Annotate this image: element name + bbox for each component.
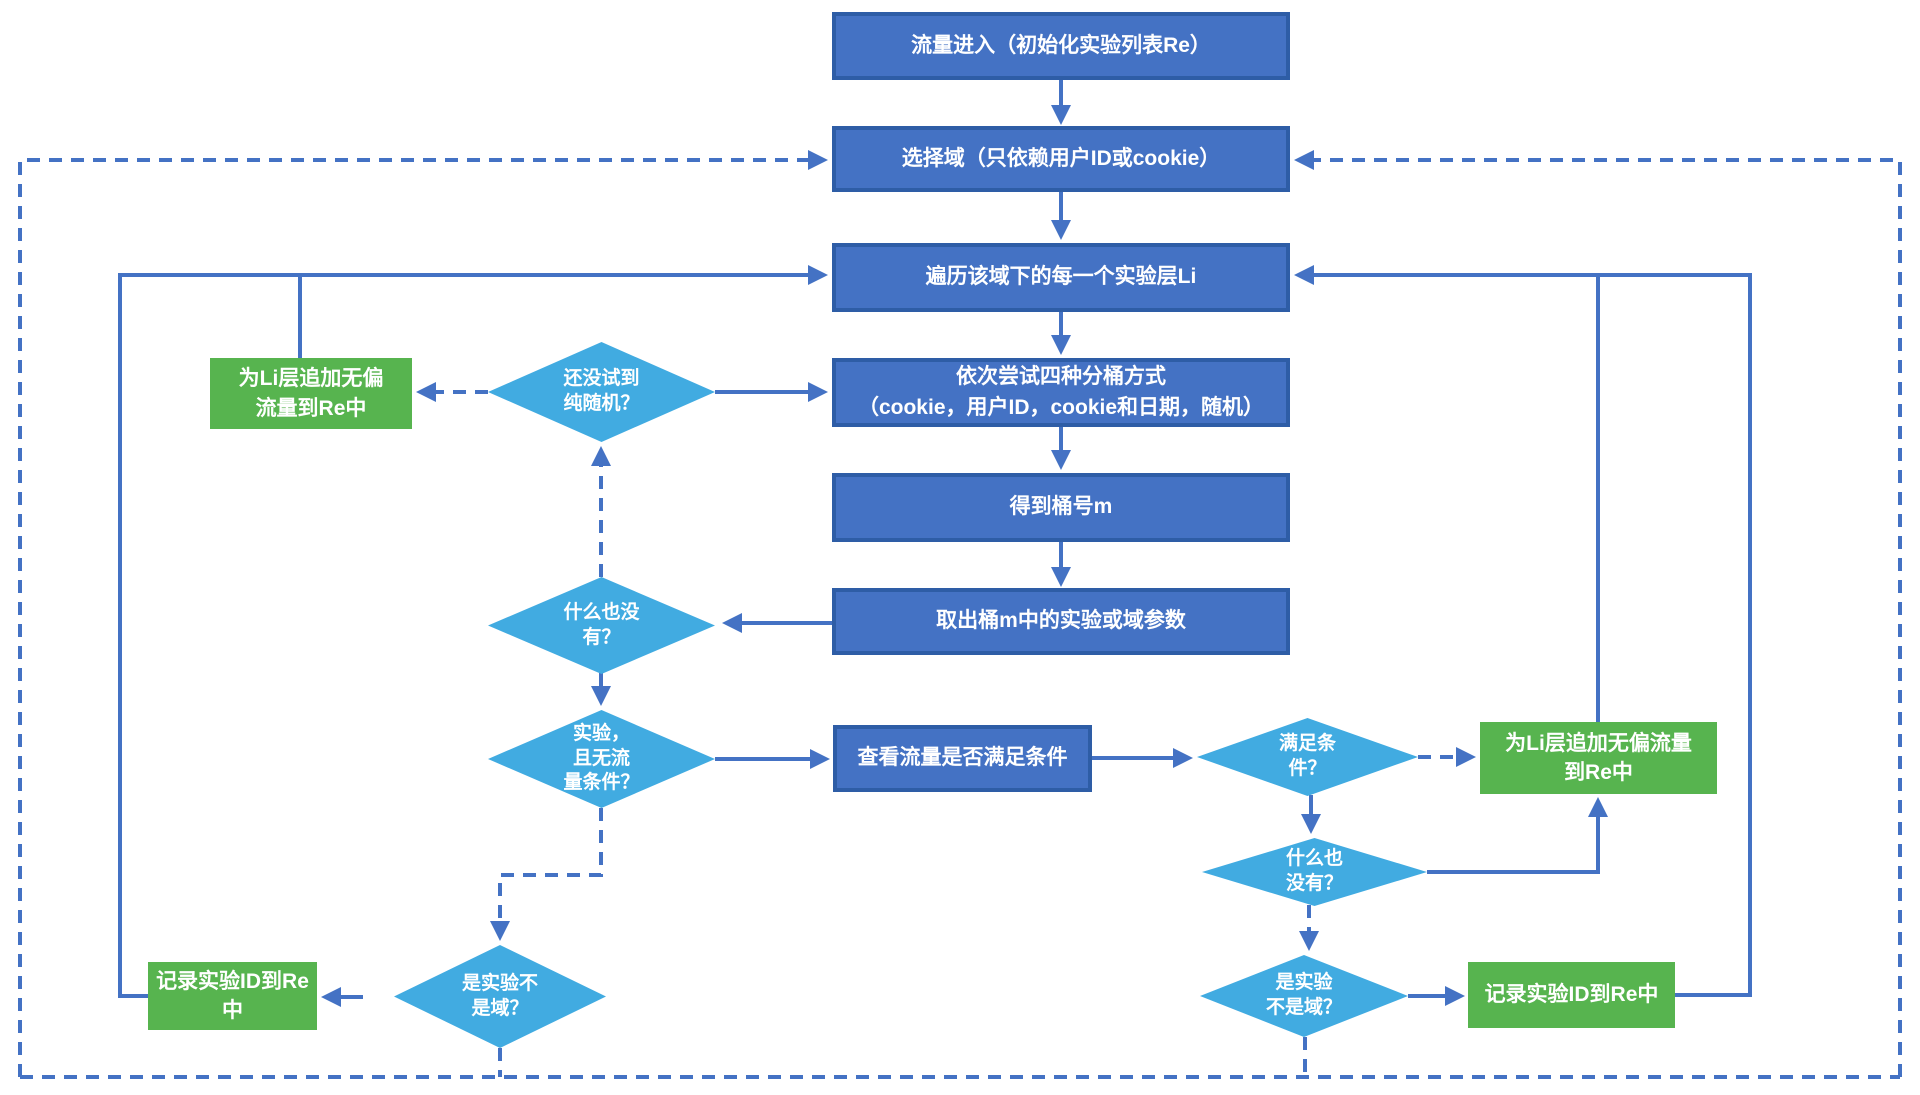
node-try-bucket-methods: 依次尝试四种分桶方式 （cookie，用户ID，cookie和日期，随机） bbox=[832, 358, 1290, 427]
edge-record-right-up-rail bbox=[1675, 275, 1752, 997]
node-append-unbiased-left: 为Li层追加无偏 流量到Re中 bbox=[210, 358, 412, 429]
node-get-bucket-m: 得到桶号m bbox=[832, 473, 1290, 542]
edge-left-rail-select-domain bbox=[18, 150, 828, 1077]
edge-exp-no-condition-is-exp-left bbox=[490, 808, 603, 941]
node-record-exp-right: 记录实验ID到Re中 bbox=[1468, 962, 1675, 1028]
edge-nothing-right-append-right bbox=[1427, 797, 1608, 874]
node-select-domain: 选择域（只依赖用户ID或cookie） bbox=[832, 126, 1290, 192]
node-record-exp-left: 记录实验ID到Re中 bbox=[148, 962, 317, 1030]
node-fetch-bucket-params: 取出桶m中的实验或域参数 bbox=[832, 588, 1290, 655]
node-check-traffic-condition: 查看流量是否满足条件 bbox=[833, 725, 1092, 792]
node-iterate-layers: 遍历该域下的每一个实验层Li bbox=[832, 243, 1290, 312]
edge-record-left-up-rail bbox=[118, 275, 148, 998]
node-append-unbiased-right: 为Li层追加无偏流量 到Re中 bbox=[1480, 722, 1717, 794]
node-traffic-enter: 流量进入（初始化实验列表Re） bbox=[832, 12, 1290, 80]
